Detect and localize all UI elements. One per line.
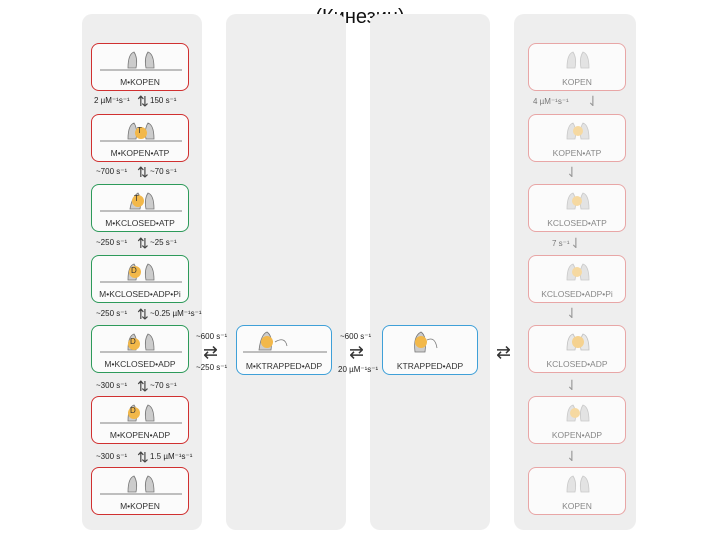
equilibrium-arrow: ⇅ (137, 235, 149, 251)
kinesin-icon (243, 331, 327, 353)
kinesin-icon (100, 404, 182, 424)
kinesin-icon (566, 122, 590, 140)
left-state-5: D M•KCLOSED•ADP (91, 325, 189, 373)
rate-forward: ~700 s⁻¹ (96, 167, 128, 176)
kinesin-icon (100, 122, 182, 142)
kinesin-icon (566, 475, 590, 493)
middle-state-1: M•KTRAPPED•ADP (236, 325, 332, 375)
down-arrow: ⇃ (566, 377, 578, 393)
left-state-2: T M•KOPEN•ATP (91, 114, 189, 162)
kinesin-icon (566, 192, 590, 210)
down-arrow: ⇃ (566, 448, 578, 464)
state-label: KTRAPPED•ADP (396, 361, 464, 371)
down-arrow: ⇃ (566, 305, 578, 321)
equilibrium-arrow: ⇅ (494, 344, 515, 361)
equilibrium-arrow: ⇅ (137, 164, 149, 180)
nucleotide-badge: T (137, 126, 142, 135)
state-label: M•KOPEN (120, 77, 160, 87)
left-state-6: D M•KOPEN•ADP (91, 396, 189, 444)
kinesin-icon (100, 475, 182, 495)
nucleotide-badge: D (130, 337, 136, 346)
nucleotide-badge: T (134, 194, 139, 203)
middle-rate-1-bottom: ~250 s⁻¹ (196, 363, 228, 372)
state-label: M•KOPEN•ATP (110, 148, 170, 158)
rate-forward: ~300 s⁻¹ (96, 452, 128, 461)
rate-forward: ~250 s⁻¹ (96, 238, 128, 247)
kinesin-icon (100, 333, 182, 353)
kinesin-icon (566, 263, 590, 281)
column-middle-1 (226, 14, 346, 530)
kinesin-icon (414, 331, 438, 353)
rate-reverse: ~70 s⁻¹ (150, 381, 177, 390)
state-label: M•KCLOSED•ADP (104, 359, 176, 369)
nucleotide-badge: D (130, 406, 136, 415)
right-state-5: KCLOSED•ADP (528, 325, 626, 373)
rate-forward: 2 µM⁻¹s⁻¹ (94, 96, 130, 105)
rate-forward: ~300 s⁻¹ (96, 381, 128, 390)
equilibrium-arrow: ⇅ (347, 344, 368, 361)
state-label: KCLOSED•ADP (546, 359, 608, 369)
down-arrow: ⇃ (570, 235, 582, 251)
kinesin-icon (566, 404, 590, 422)
right-state-7: KOPEN (528, 467, 626, 515)
left-state-3: T M•KCLOSED•ATP (91, 184, 189, 232)
left-state-1: M•KOPEN (91, 43, 189, 91)
right-state-6: KOPEN•ADP (528, 396, 626, 444)
equilibrium-arrow: ⇅ (137, 93, 149, 109)
rate-reverse: ~25 s⁻¹ (150, 238, 177, 247)
rate-reverse: 1.5 µM⁻¹s⁻¹ (150, 452, 193, 461)
right-state-4: KCLOSED•ADP•Pi (528, 255, 626, 303)
state-label: KOPEN (562, 501, 592, 511)
right-rate-2: 7 s⁻¹ (552, 239, 570, 248)
kinesin-icon (100, 192, 182, 212)
kinesin-icon (566, 51, 590, 69)
right-state-3: KCLOSED•ATP (528, 184, 626, 232)
state-label: KCLOSED•ATP (547, 218, 607, 228)
equilibrium-arrow: ⇃ (587, 93, 599, 109)
down-arrow: ⇃ (566, 164, 578, 180)
state-label: KCLOSED•ADP•Pi (541, 289, 613, 299)
kinesin-icon (566, 333, 590, 351)
right-rate-1: 4 µM⁻¹s⁻¹ (533, 97, 569, 106)
column-middle-2 (370, 14, 490, 530)
rate-reverse: ~0.25 µM⁻¹s⁻¹ (150, 309, 202, 318)
middle-rate-2-bottom: 20 µM⁻¹s⁻¹ (338, 365, 379, 374)
state-label: M•KTRAPPED•ADP (245, 361, 323, 371)
middle-rate-1-top: ~600 s⁻¹ (196, 332, 228, 341)
state-label: KOPEN (562, 77, 592, 87)
equilibrium-arrow: ⇅ (137, 378, 149, 394)
kinesin-icon (100, 263, 182, 283)
equilibrium-arrow: ⇅ (201, 344, 222, 361)
middle-state-2: KTRAPPED•ADP (382, 325, 478, 375)
rate-reverse: ~70 s⁻¹ (150, 167, 177, 176)
state-label: M•KOPEN•ADP (109, 430, 171, 440)
middle-rate-2-top: ~600 s⁻¹ (340, 332, 372, 341)
state-label: M•KCLOSED•ADP•Pi (99, 289, 181, 299)
equilibrium-arrow: ⇅ (137, 306, 149, 322)
rate-reverse: 150 s⁻¹ (150, 96, 177, 105)
state-label: M•KCLOSED•ATP (105, 218, 175, 228)
rate-forward: ~250 s⁻¹ (96, 309, 128, 318)
state-label: KOPEN•ATP (552, 148, 602, 158)
left-state-7: M•KOPEN (91, 467, 189, 515)
right-state-1: KOPEN (528, 43, 626, 91)
kinesin-icon (100, 51, 182, 71)
right-state-2: KOPEN•ATP (528, 114, 626, 162)
state-label: M•KOPEN (120, 501, 160, 511)
state-label: KOPEN•ADP (551, 430, 603, 440)
equilibrium-arrow: ⇅ (137, 449, 149, 465)
left-state-4: D M•KCLOSED•ADP•Pi (91, 255, 189, 303)
nucleotide-badge: D (131, 266, 137, 275)
